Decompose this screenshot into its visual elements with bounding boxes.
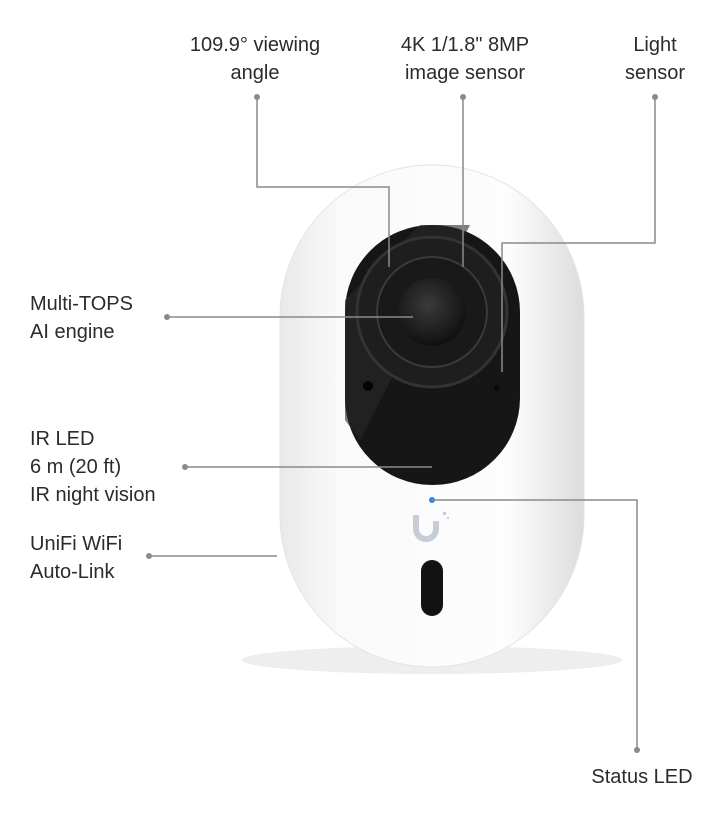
lens xyxy=(398,278,466,346)
leader-dots xyxy=(146,94,658,753)
label-line: 4K 1/1.8" 8MP xyxy=(400,34,530,56)
label-line: Auto-Link xyxy=(30,561,115,583)
label-ai-engine: Multi-TOPS AI engine xyxy=(30,290,133,346)
label-line: sensor xyxy=(624,62,686,84)
label-light-sensor: Light sensor xyxy=(605,31,705,87)
label-image-sensor: 4K 1/1.8" 8MP image sensor xyxy=(365,31,565,87)
label-status-led: Status LED xyxy=(591,766,693,788)
label-line: 6 m (20 ft) xyxy=(30,456,122,478)
unifi-logo-icon xyxy=(413,515,439,542)
label-wifi: UniFi WiFi Auto-Link xyxy=(30,530,122,586)
label-line: image sensor xyxy=(404,62,526,84)
label-line: Multi-TOPS xyxy=(30,293,133,315)
label-line: 109.9° viewing xyxy=(189,34,321,56)
ir-led-dot xyxy=(363,381,373,391)
label-viewing-angle: 109.9° viewing angle xyxy=(155,31,355,87)
label-line: IR LED xyxy=(30,428,95,450)
label-line: angle xyxy=(230,62,280,84)
label-ir-led: IR LED 6 m (20 ft) IR night vision xyxy=(30,425,156,509)
label-line: UniFi WiFi xyxy=(30,533,123,555)
label-line: AI engine xyxy=(30,321,115,343)
label-line: Light xyxy=(633,34,677,56)
label-line: IR night vision xyxy=(30,484,156,506)
light-sensor-dot xyxy=(494,385,500,391)
leader-lines xyxy=(149,97,656,750)
sensor-slot xyxy=(421,560,443,616)
